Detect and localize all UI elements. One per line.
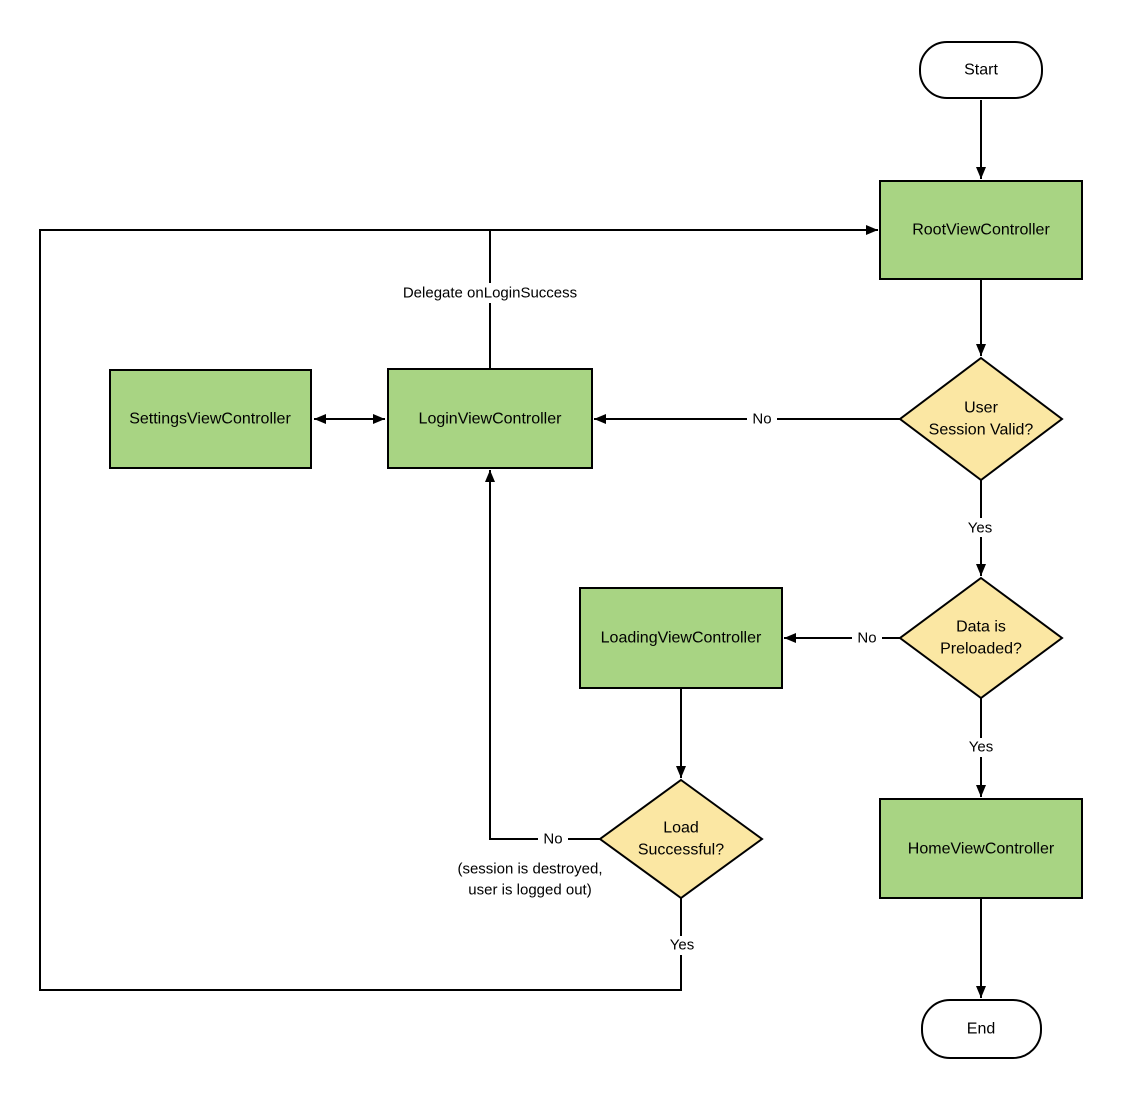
loading-view-controller-shape (579, 587, 783, 689)
session-yes-label-bg (962, 518, 999, 537)
data-preloaded-label-line1: Data is (956, 619, 1006, 636)
root-view-controller-shape (879, 180, 1083, 280)
session-valid-no-label: No (752, 411, 771, 428)
end-terminator-shape (921, 999, 1042, 1059)
load-successful-diamond (598, 778, 764, 900)
login-view-controller-shape (387, 368, 593, 469)
node-end: End (921, 999, 1042, 1059)
session-valid-yes-label: Yes (968, 520, 992, 537)
nodes: Start RootViewController User Session Va… (109, 41, 1083, 1059)
delegate-label-bg (400, 283, 580, 303)
session-destroyed-note-line2: user is logged out) (468, 882, 591, 899)
user-session-valid-label-line1: User (964, 400, 998, 417)
home-view-controller-shape (879, 798, 1083, 899)
home-view-controller-label: HomeViewController (908, 841, 1055, 858)
preloaded-yes-label: Yes (969, 739, 993, 756)
preloaded-no-label-bg (852, 629, 882, 647)
delegate-on-login-success-label: Delegate onLoginSuccess (403, 285, 577, 302)
preloaded-no-label: No (857, 630, 876, 647)
load-yes-label-bg (664, 936, 701, 955)
loading-view-controller-label: LoadingViewController (601, 630, 762, 647)
node-settings-view-controller: SettingsViewController (109, 369, 312, 469)
data-preloaded-label-line2: Preloaded? (940, 641, 1022, 658)
login-view-controller-label: LoginViewController (419, 411, 563, 428)
user-session-valid-diamond (898, 356, 1064, 482)
load-no-label-bg (538, 830, 568, 848)
session-no-label-bg (747, 410, 777, 428)
end-label: End (967, 1021, 995, 1038)
node-loading-view-controller: LoadingViewController (579, 587, 783, 689)
node-start: Start (919, 41, 1043, 99)
data-preloaded-diamond (898, 576, 1064, 700)
node-data-preloaded-decision: Data is Preloaded? (898, 576, 1064, 700)
node-login-view-controller: LoginViewController (387, 368, 593, 469)
node-root-view-controller: RootViewController (879, 180, 1083, 280)
settings-view-controller-label: SettingsViewController (129, 411, 291, 428)
node-user-session-valid-decision: User Session Valid? (898, 356, 1064, 482)
node-load-successful-decision: Load Successful? (598, 778, 764, 900)
edge-load-success-yes-to-root (39, 225, 878, 991)
node-home-view-controller: HomeViewController (879, 798, 1083, 899)
session-destroyed-note-line1: (session is destroyed, (457, 861, 602, 878)
root-view-controller-label: RootViewController (912, 222, 1050, 239)
start-terminator-shape (919, 41, 1043, 99)
load-success-yes-label: Yes (670, 937, 694, 954)
load-successful-label-line1: Load (663, 820, 699, 837)
edge-labels: Delegate onLoginSuccess No Yes No Yes No… (400, 283, 1000, 955)
settings-view-controller-shape (109, 369, 312, 469)
user-session-valid-label-line2: Session Valid? (929, 422, 1034, 439)
preloaded-yes-label-bg (963, 738, 1000, 757)
load-success-no-label: No (543, 831, 562, 848)
start-label: Start (964, 62, 998, 79)
load-successful-label-line2: Successful? (638, 842, 724, 859)
